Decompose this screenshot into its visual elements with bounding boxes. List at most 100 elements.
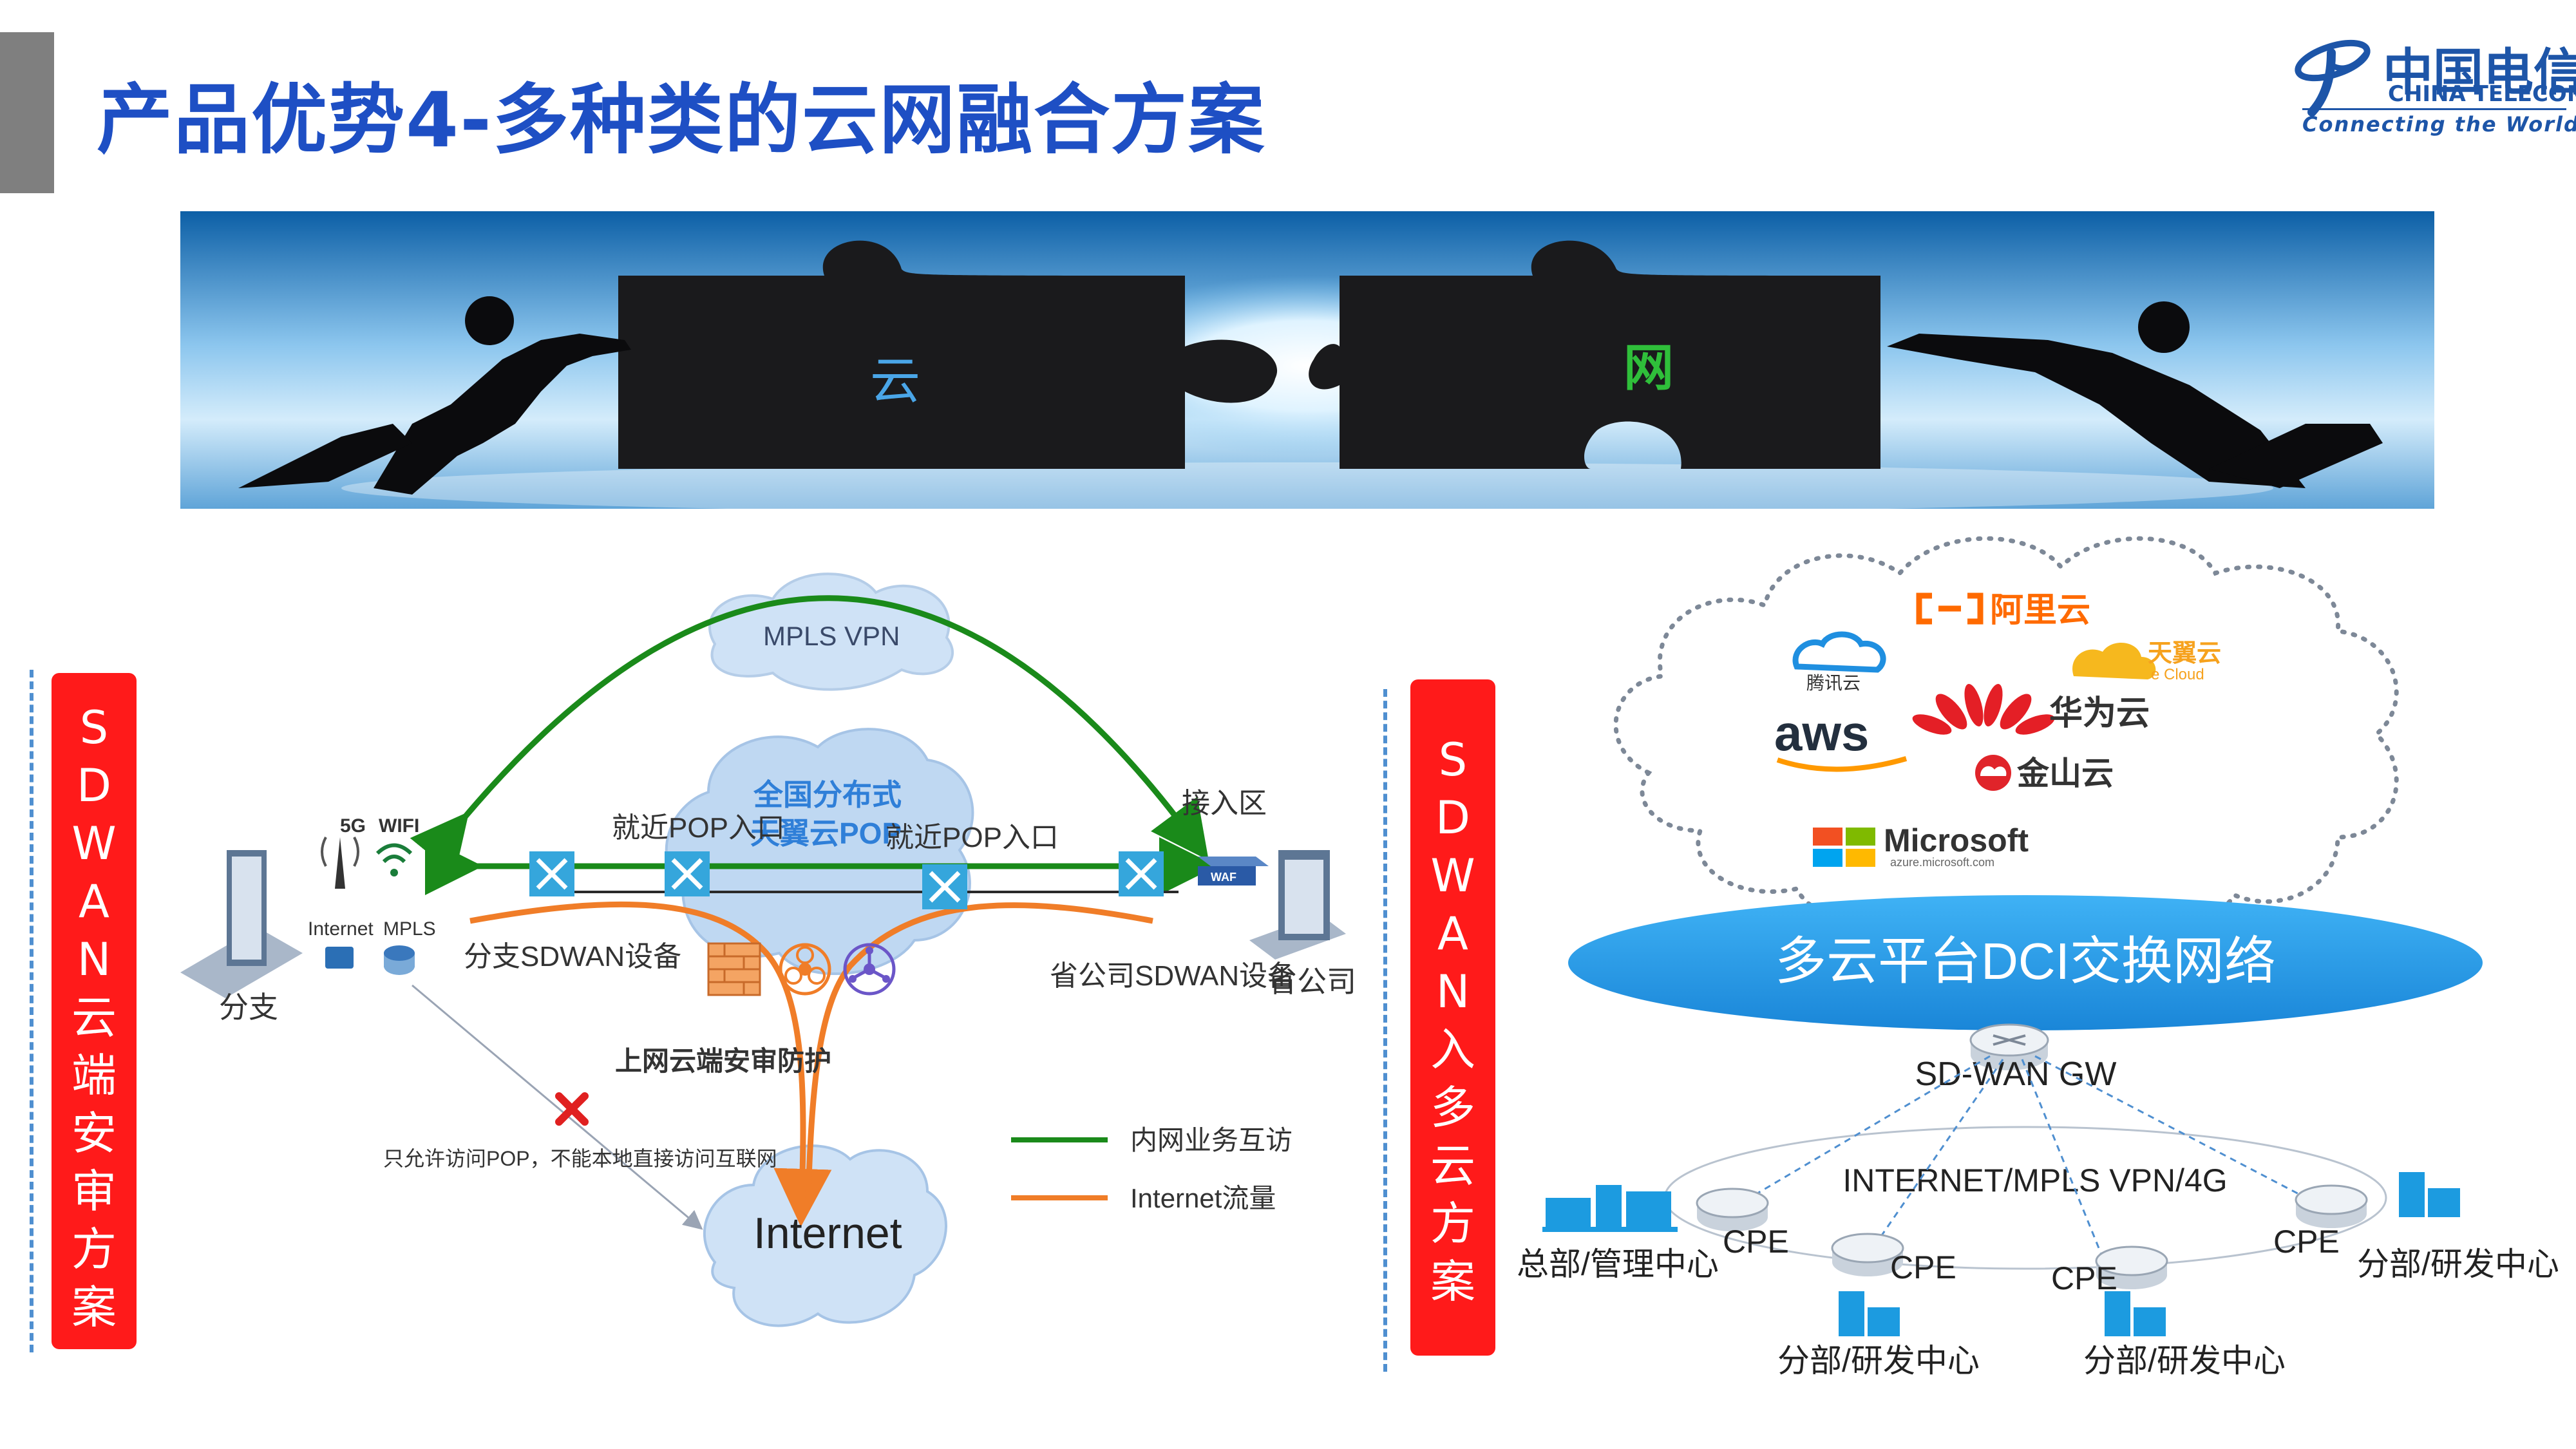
cpe-router-icon	[1831, 1233, 1904, 1276]
pop-entry-left-label: 就近POP入口	[612, 812, 785, 844]
tencent-cloud-icon	[1792, 631, 1886, 673]
pop-cloud-label: 全国分布式	[753, 778, 902, 811]
kingsoft-label: 金山云	[2017, 755, 2114, 791]
aws-label: aws	[1774, 705, 1869, 761]
pop-switch-icon	[922, 864, 967, 909]
logo-english-name: CHINA TELECOM	[2388, 81, 2576, 107]
site-building-icon	[2399, 1172, 2460, 1217]
tencent-label: 腾讯云	[1806, 673, 1861, 693]
microsoft-label: Microsoft	[1884, 822, 2029, 858]
site-building-icon	[2105, 1291, 2166, 1336]
cpe-router-icon	[2095, 1245, 2168, 1289]
branch-device-label: 分支SDWAN设备	[464, 941, 681, 972]
right-badge-char: D	[1435, 791, 1470, 844]
cpe-label: CPE	[2051, 1260, 2117, 1296]
cpe-router-icon	[1696, 1188, 1769, 1231]
aliyun-label: 阿里云	[1990, 592, 2090, 629]
province-label: 省公司	[1267, 965, 1356, 998]
legend-orange-label: Internet流量	[1130, 1183, 1276, 1213]
pop-cloud-label: 天翼云POP	[750, 817, 902, 850]
right-badge-char: 案	[1430, 1255, 1475, 1308]
gw-dashed-links	[1738, 1055, 2319, 1266]
right-badge-char: 多	[1430, 1081, 1475, 1134]
internet-modem-icon	[325, 947, 354, 969]
site-label: 分部/研发中心	[2083, 1343, 2286, 1379]
left-badge-char: 端	[71, 1049, 117, 1102]
multi-cloud-dotted-cloud	[1613, 536, 2399, 934]
banner-cloud-text: 云	[870, 352, 920, 409]
wifi-icon	[375, 843, 413, 876]
logo-chinese-name: 中国电信	[2383, 44, 2576, 102]
left-badge-char: N	[77, 933, 111, 986]
network-analysis-icon	[843, 943, 896, 996]
right-solution-badge: S D W A N 入 多 云 方 案	[1410, 679, 1495, 1356]
dci-network-ellipse	[1568, 895, 2483, 1030]
wifi-label: WIFI	[379, 815, 419, 837]
branch-label: 分支	[219, 990, 278, 1024]
cpe-label: CPE	[2273, 1224, 2340, 1260]
tianyi-label: 天翼云	[2148, 640, 2221, 667]
tianyi-cloud-icon	[2072, 643, 2156, 679]
hq-building-icon	[1542, 1185, 1678, 1232]
china-telecom-logo-icon	[2295, 39, 2371, 117]
province-building-icon	[1249, 850, 1346, 960]
mpls-green-arc	[410, 595, 1209, 875]
pop-switch-icon	[665, 851, 710, 896]
hq-label: 总部/管理中心	[1517, 1246, 1719, 1282]
cpe-router-icon	[2295, 1184, 2368, 1228]
blocked-x-icon	[555, 1092, 589, 1126]
microsoft-sub-label: azure.microsoft.com	[1890, 856, 1994, 869]
mpls-router-icon	[384, 945, 415, 975]
tianyi-sub-label: e Cloud	[2151, 666, 2204, 683]
province-switch-icon	[1119, 851, 1164, 896]
logo-divider	[2302, 108, 2566, 110]
waf-device-icon	[1198, 857, 1269, 886]
huawei-label: 华为云	[2049, 695, 2150, 732]
waf-label: WAF	[1211, 871, 1236, 884]
right-badge-char: 云	[1430, 1139, 1475, 1192]
microsoft-logo-icon	[1813, 828, 1875, 867]
internet-cloud	[703, 1144, 947, 1327]
wan-label: INTERNET/MPLS VPN/4G	[1842, 1162, 2227, 1198]
branch-building-icon	[180, 850, 303, 998]
banner-network-text: 网	[1624, 339, 1674, 396]
restriction-label: 只允许访问POP，不能本地直接访问互联网	[383, 1147, 777, 1170]
huawei-logo-icon	[1912, 684, 2055, 735]
cloud-audit-label: 上网云端安审防护	[615, 1046, 831, 1076]
left-badge-char: W	[71, 817, 117, 870]
sdwan-gw-label: SD-WAN GW	[1915, 1056, 2117, 1093]
site-label: 分部/研发中心	[2357, 1246, 2559, 1282]
internet-cloud-label: Internet	[753, 1209, 902, 1258]
left-badge-char: 方	[71, 1223, 117, 1276]
antivirus-icon	[779, 943, 831, 996]
left-dashed-divider	[30, 670, 37, 1352]
logo-tagline: Connecting the World	[2302, 112, 2576, 137]
right-badge-char: 入	[1430, 1023, 1475, 1076]
internet-link-label: Internet	[308, 918, 374, 940]
right-badge-char: N	[1435, 965, 1470, 1018]
mpls-link-label: MPLS	[383, 918, 436, 940]
5g-label: 5G	[340, 815, 366, 837]
page-title: 产品优势4-多种类的云网融合方案	[97, 75, 1266, 164]
access-zone-label: 接入区	[1182, 788, 1267, 819]
left-badge-char: 云	[71, 991, 117, 1044]
sdwan-gw-router-icon	[1969, 1023, 2049, 1070]
dci-label: 多云平台DCI交换网络	[1775, 933, 2276, 990]
title-accent-bar	[0, 32, 54, 193]
cpe-label: CPE	[1890, 1249, 1956, 1285]
aws-smile-icon	[1776, 756, 1908, 772]
left-badge-char: 案	[71, 1281, 117, 1334]
right-badge-char: S	[1438, 734, 1468, 786]
aliyun-logo-icon	[1916, 592, 1984, 625]
right-badge-char: W	[1430, 849, 1475, 902]
left-badge-char: D	[77, 759, 111, 812]
banner-image: 云 网	[180, 211, 2434, 509]
left-badge-char: S	[79, 701, 109, 754]
left-solution-badge: S D W A N 云 端 安 审 方 案	[52, 673, 137, 1349]
right-dashed-divider	[1383, 689, 1391, 1372]
left-badge-char: A	[79, 875, 109, 928]
right-badge-char: A	[1437, 907, 1468, 960]
firewall-icon	[707, 942, 761, 996]
